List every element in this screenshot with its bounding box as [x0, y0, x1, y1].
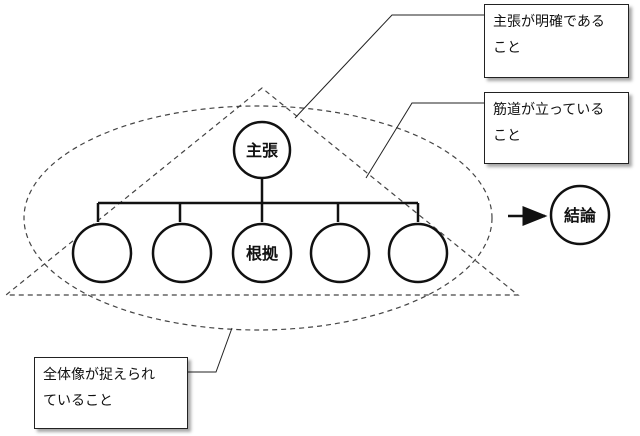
conclusion-label: 結論: [564, 206, 597, 225]
claim-label: 主張: [246, 141, 279, 160]
leader-line-logic: [365, 102, 484, 179]
evidence-node: [71, 222, 133, 284]
callout-line: 全体像が捉えられ: [43, 367, 155, 383]
evidence-node: [309, 222, 371, 284]
callout-claim-clear: 主張が明確である こと: [484, 4, 629, 78]
evidence-node: [387, 222, 449, 284]
structure-triangle: [4, 87, 520, 296]
callout-overview-grasped: 全体像が捉えられ ていること: [34, 357, 188, 429]
leader-line-overview: [188, 327, 233, 373]
overview-ellipse: [23, 105, 493, 331]
conclusion-node: [549, 184, 611, 246]
callout-line: ていること: [43, 393, 113, 409]
callout-line: 筋道が立っている: [493, 102, 605, 118]
claim-node: [232, 120, 292, 180]
callout-line: こと: [493, 128, 521, 144]
callout-logic-consistent: 筋道が立っている こと: [484, 92, 629, 164]
leader-line-claim: [294, 14, 484, 119]
evidence-label: 根拠: [246, 244, 279, 263]
callout-line: こと: [493, 40, 521, 56]
evidence-node: [231, 222, 293, 284]
callout-line: 主張が明確である: [493, 14, 605, 30]
evidence-node: [151, 222, 213, 284]
